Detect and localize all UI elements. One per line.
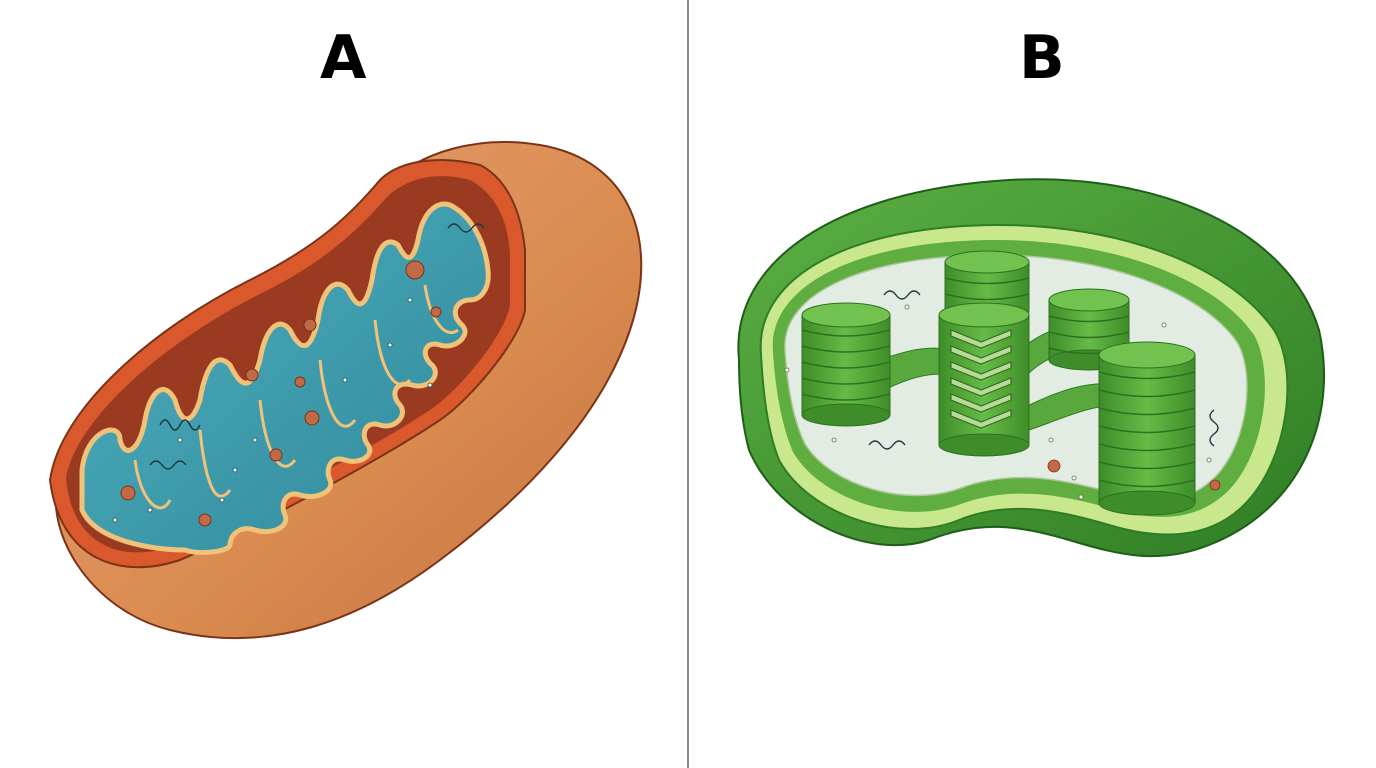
- granum-left: [801, 302, 891, 427]
- granum-front-right: [1098, 341, 1196, 516]
- granum-back-center: [944, 250, 1030, 313]
- granum-cutaway: [938, 302, 1030, 457]
- mito-dna-icon: [149, 223, 485, 470]
- chloroplast-small-dots: [784, 304, 1212, 500]
- chloroplast-illustration: [737, 178, 1326, 558]
- mitochondrion-illustration: [48, 141, 643, 640]
- chloroplast-dna-icon: [868, 290, 1219, 450]
- mito-granules: [120, 260, 442, 527]
- panel-b: B: [689, 0, 1376, 768]
- panel-divider: [687, 0, 689, 768]
- panel-label-b: B: [1019, 23, 1065, 93]
- panel-a: A: [48, 23, 643, 640]
- chloroplast-granules: [1047, 459, 1221, 491]
- mito-matrix: [79, 201, 491, 555]
- mito-small-dots: [112, 297, 433, 523]
- panel-label-a: A: [320, 23, 367, 93]
- stroma-lamellae: [878, 329, 1120, 431]
